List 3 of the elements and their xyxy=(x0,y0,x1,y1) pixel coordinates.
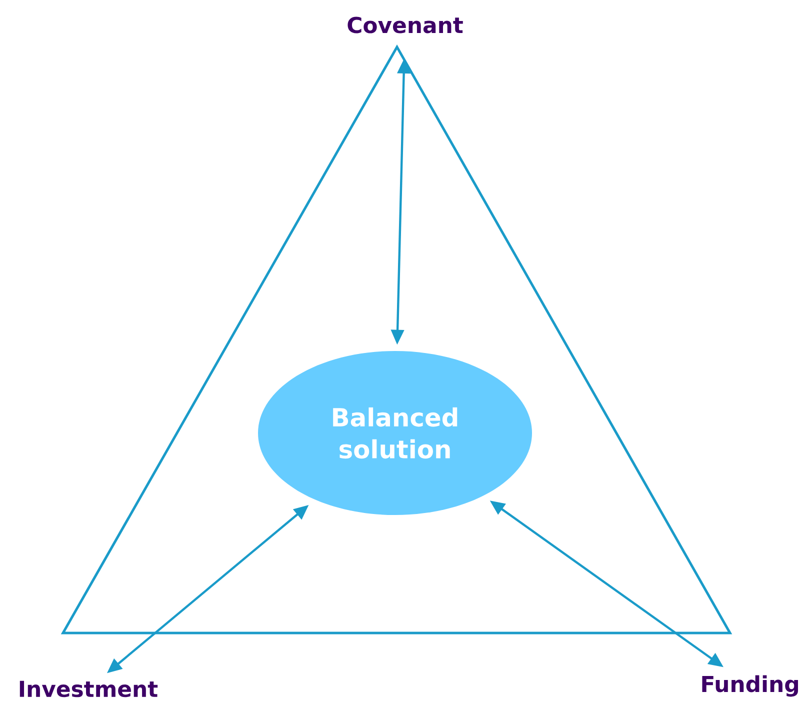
corner-label: Covenant xyxy=(348,16,463,34)
corner-label: Investment xyxy=(20,680,158,698)
corner-label: Funding xyxy=(702,675,798,697)
